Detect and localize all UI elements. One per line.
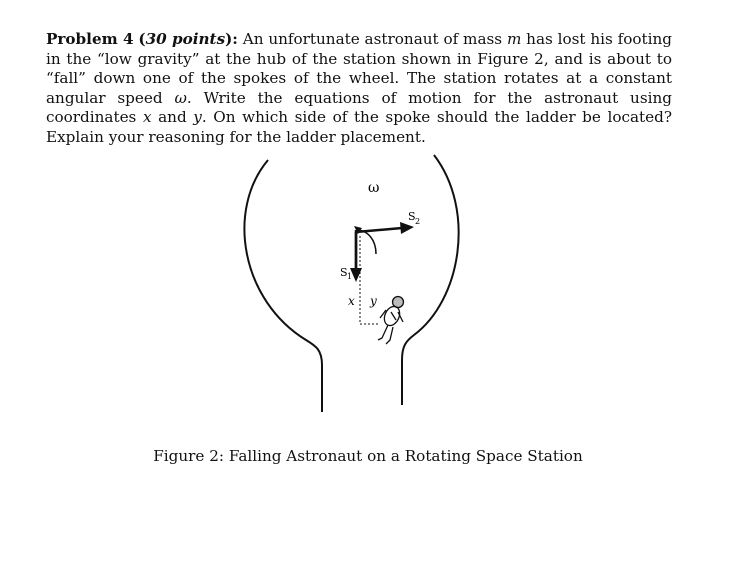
var-x: x — [142, 108, 152, 126]
var-y: y — [193, 108, 202, 126]
x-label: x — [348, 294, 355, 308]
s2-label: S — [408, 210, 416, 223]
omega-label: ω — [368, 180, 379, 196]
figure-caption: Figure 2: Falling Astronaut on a Rotatin… — [153, 447, 583, 465]
s1-label: S — [340, 266, 348, 279]
problem-heading: Problem 4 — [46, 30, 134, 48]
text-4: and — [151, 108, 194, 126]
text-2: has lost his footing in the “low gravity… — [46, 30, 672, 107]
station-right-wall — [401, 154, 460, 405]
space-station-figure: ω S 2 S 1 x y — [243, 154, 460, 412]
rotation-arrow — [355, 229, 377, 255]
text-1: An unfortunate astronaut of mass — [237, 30, 507, 48]
problem-points: 30 points — [145, 30, 226, 48]
var-m: m — [506, 30, 522, 48]
points-open: ( — [138, 30, 146, 48]
points-close: ): — [225, 30, 238, 48]
problem-statement: Problem 4 (30 points): An unfortunate as… — [46, 30, 672, 147]
s2-subscript: 2 — [415, 217, 420, 226]
var-omega: ω — [174, 88, 187, 107]
y-label: y — [369, 294, 377, 308]
text-5: . On which side of the spoke should the … — [46, 108, 672, 146]
s1-subscript: 1 — [347, 272, 352, 281]
s2-arrow — [355, 226, 403, 234]
text-3: . Write the equations of motion for the … — [46, 88, 672, 127]
astronaut-icon — [377, 295, 405, 345]
station-left-wall — [243, 159, 323, 412]
